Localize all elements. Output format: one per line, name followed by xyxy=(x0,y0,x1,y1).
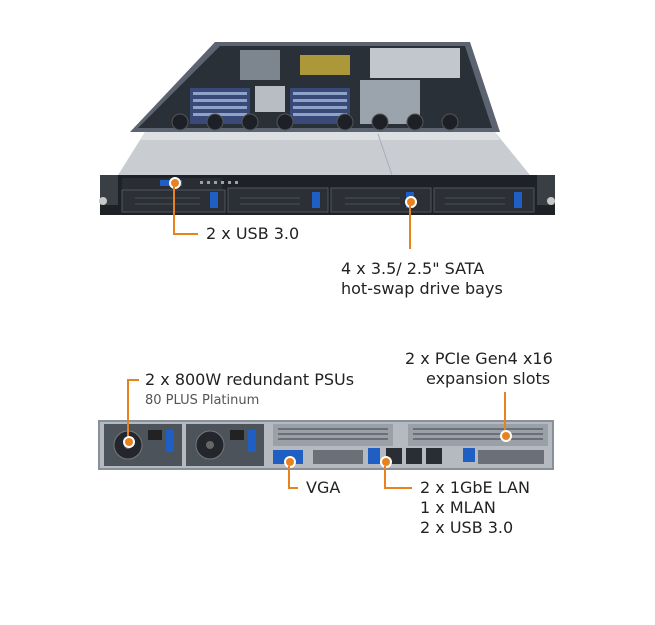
drive-bays-label-line1: 4 x 3.5/ 2.5" SATA xyxy=(341,259,485,278)
psu-callout-dot xyxy=(123,436,135,448)
psu-label: 2 x 800W redundant PSUs xyxy=(145,370,355,389)
vga-callout-line-v xyxy=(288,466,290,488)
drive-bay-callout-dot xyxy=(405,196,417,208)
usb-callout-line-v xyxy=(173,186,175,234)
front-usb-label: 2 x USB 3.0 xyxy=(206,224,300,243)
usb-callout-line-h xyxy=(173,233,198,235)
psu-callout-line-h xyxy=(127,379,139,381)
usb-callout-dot xyxy=(169,177,181,189)
lan-label-line3: 2 x USB 3.0 xyxy=(420,518,514,537)
drive-bay-callout-line xyxy=(409,205,411,249)
psu-sub-label: 80 PLUS Platinum xyxy=(145,393,260,408)
lan-callout-dot xyxy=(380,456,392,468)
lan-callout-line-h xyxy=(384,487,412,489)
psu-callout-line-v xyxy=(127,379,129,441)
pcie-label-line1: 2 x PCIe Gen4 x16 xyxy=(405,349,553,368)
vga-callout-line-h xyxy=(288,487,298,489)
lan-label-line2: 1 x MLAN xyxy=(420,498,496,517)
pcie-callout-dot xyxy=(500,430,512,442)
pcie-callout-line xyxy=(504,392,506,434)
vga-label: VGA xyxy=(306,478,341,497)
drive-bays-label-line2: hot-swap drive bays xyxy=(341,279,503,298)
pcie-label-line2: expansion slots xyxy=(426,369,551,388)
lan-callout-line-v xyxy=(384,466,386,488)
vga-callout-dot xyxy=(284,456,296,468)
lan-label-line1: 2 x 1GbE LAN xyxy=(420,478,530,497)
server-front-image xyxy=(99,42,555,215)
server-rear-image xyxy=(98,420,554,470)
